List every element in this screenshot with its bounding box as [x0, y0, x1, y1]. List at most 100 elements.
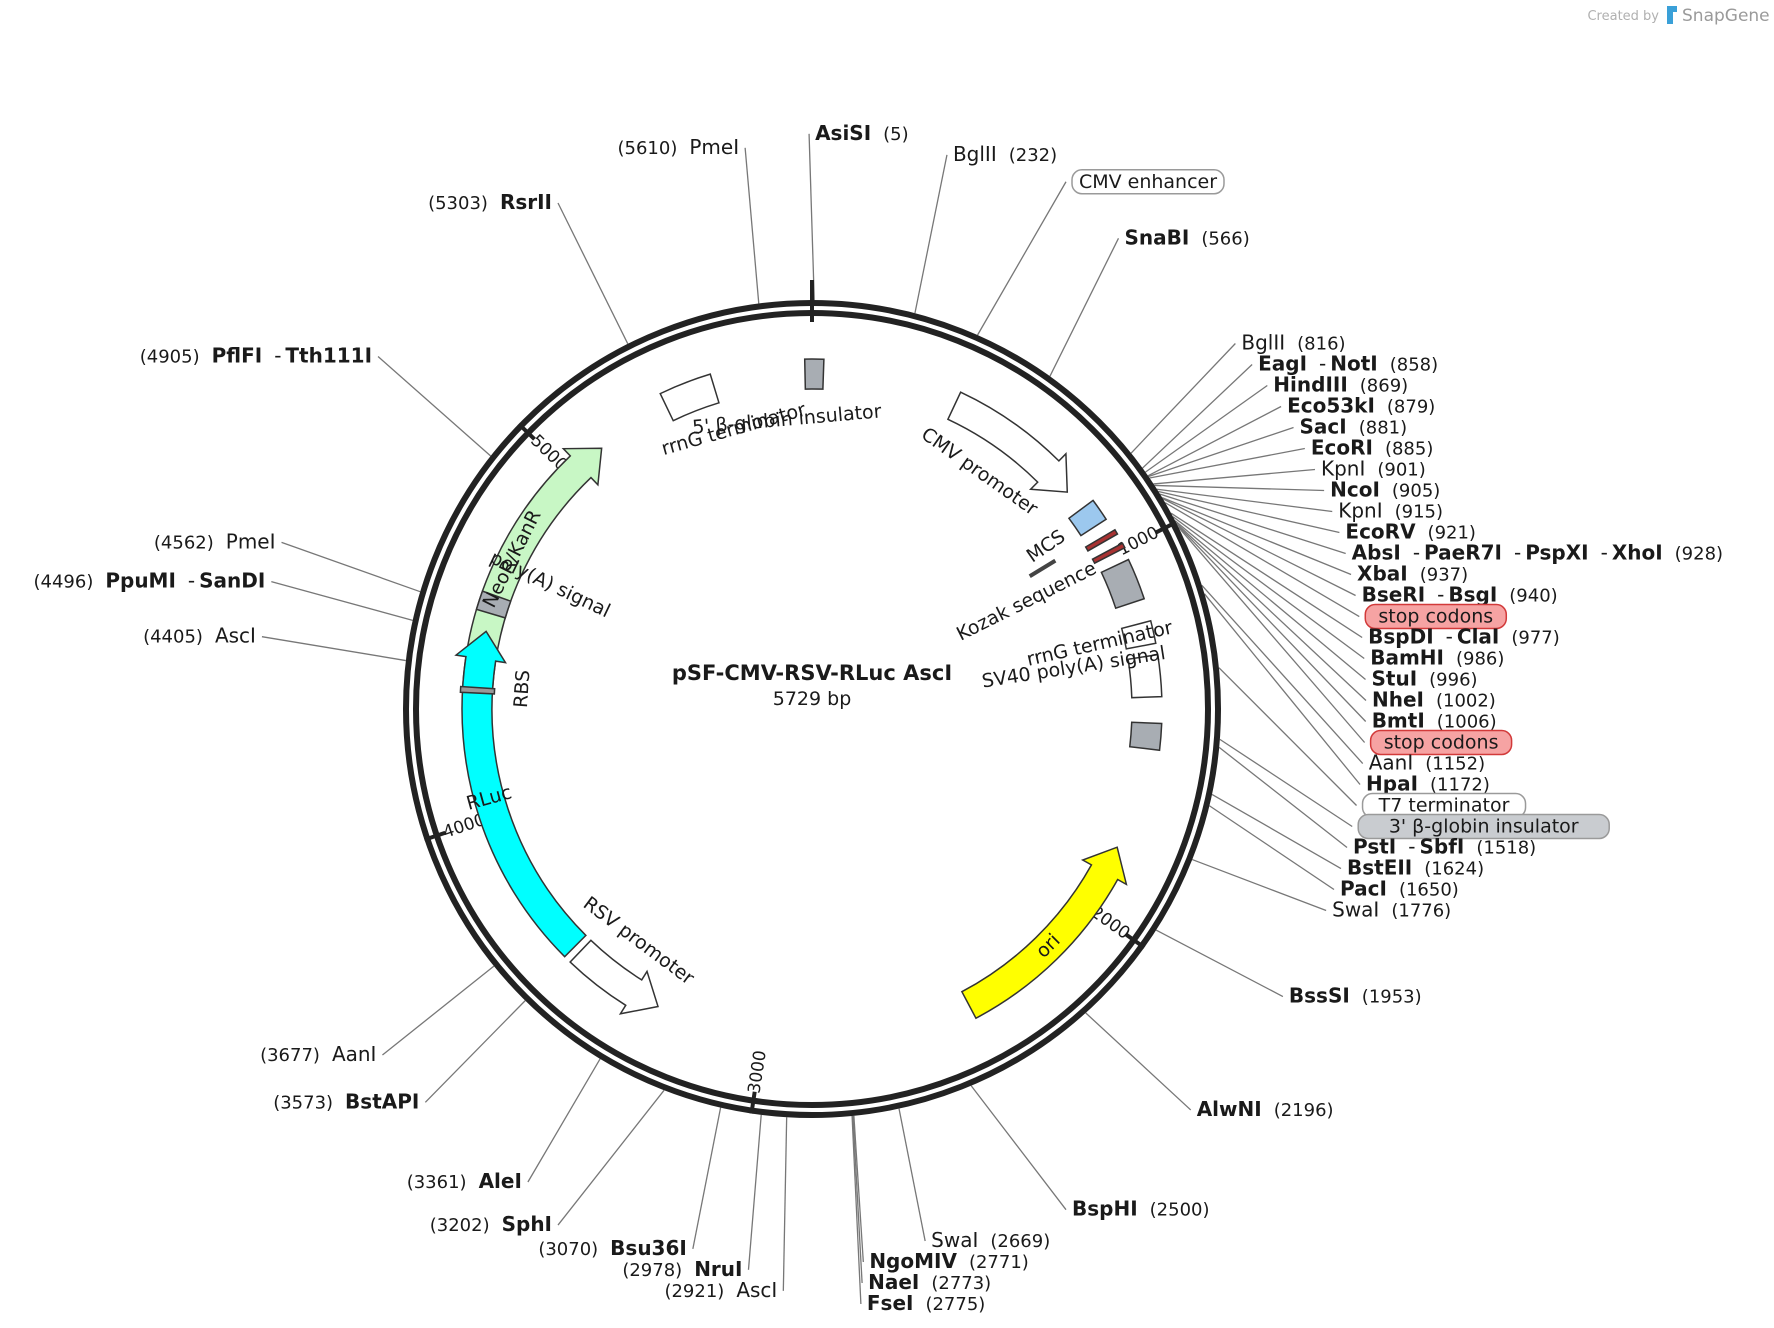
site-position: (2773) — [931, 1273, 991, 1294]
site-leader-line — [853, 1115, 864, 1263]
site-enzyme-name: BstAPI — [345, 1089, 419, 1113]
site-enzyme-name: AanI — [1369, 751, 1414, 775]
site-enzyme-name: BseRI — [1362, 583, 1426, 607]
rrng-terminator-feature — [659, 373, 720, 422]
site-leader-line — [1147, 405, 1282, 477]
site-position: (5610) — [618, 138, 678, 159]
site-leader-line — [557, 1089, 665, 1226]
site-label-asci: (2921)AscI — [664, 1278, 777, 1302]
site-leader-line — [1154, 484, 1325, 492]
site-enzyme-name: BstEII — [1347, 856, 1412, 880]
site-label-kpni: KpnI(901) — [1321, 457, 1426, 481]
site-position: (2669) — [990, 1231, 1050, 1252]
site-enzyme-name: PaeR7I — [1424, 541, 1502, 565]
site-leader-line — [914, 154, 948, 314]
site-enzyme-name: AscI — [736, 1278, 777, 1302]
site-text: XbaI(937) — [1357, 562, 1468, 586]
site-enzyme-name: Tth111I — [285, 344, 372, 368]
site-text: (2921)AscI — [664, 1278, 777, 1302]
site-leader-line — [1201, 584, 1364, 764]
site-position: (4905) — [140, 347, 200, 368]
site-separator: - — [188, 569, 195, 593]
site-position: (921) — [1428, 523, 1476, 544]
site-label-ncoi: NcoI(905) — [1330, 478, 1440, 502]
site-label-aani: AanI(1152) — [1369, 751, 1485, 775]
site-text: HpaI (1172) — [1366, 772, 1490, 796]
site-text: SnaBI(566) — [1124, 225, 1249, 249]
site-leader-line — [808, 133, 815, 301]
3-globin-insulator-feature — [1128, 721, 1163, 752]
feature-callout-text: 3' β-globin insulator — [1389, 816, 1579, 838]
site-enzyme-name: PacI — [1340, 877, 1387, 901]
kozak-sequence-marker — [1028, 558, 1057, 578]
site-leader-line — [1164, 502, 1360, 618]
site-leader-lines — [261, 133, 1367, 1305]
site-enzyme-name: BspHI — [1072, 1197, 1138, 1221]
site-label-eagi-noti: EagI-NotI(858) — [1258, 352, 1438, 376]
site-label-bspdi-clai: BspDI-ClaI(977) — [1368, 625, 1560, 649]
site-position: (881) — [1359, 418, 1407, 439]
site-leader-line — [1155, 929, 1284, 998]
site-text: EcoRV(921) — [1345, 520, 1476, 544]
site-separator: - — [1319, 352, 1326, 376]
rbs-feature — [459, 685, 496, 695]
site-text: StuI(996) — [1372, 667, 1478, 691]
site-label-snabi: SnaBI(566) — [1124, 225, 1249, 249]
site-text: (3361)AleI — [407, 1169, 522, 1193]
site-leader-line — [1170, 512, 1363, 639]
site-enzyme-name: SwaI — [1332, 898, 1379, 922]
site-text: AanI(1152) — [1369, 751, 1485, 775]
site-label-pmei: (5610)PmeI — [618, 135, 740, 159]
site-label-bsu36i: (3070)Bsu36I — [538, 1236, 687, 1260]
site-text: BseRI-BsgI(940) — [1362, 583, 1558, 607]
site-position: (928) — [1675, 544, 1723, 565]
site-text: NcoI(905) — [1330, 478, 1440, 502]
stop-codons-feature — [1091, 542, 1126, 565]
site-separator: - — [274, 344, 281, 368]
site-leader-line — [747, 1114, 762, 1270]
site-enzyme-name: NcoI — [1330, 478, 1380, 502]
site-leader-line — [1153, 468, 1316, 485]
site-text: PacI(1650) — [1340, 877, 1459, 901]
site-leader-line — [852, 1115, 863, 1284]
site-enzyme-name: SacI — [1300, 415, 1347, 439]
site-leader-line — [1219, 738, 1353, 828]
site-enzyme-name: HpaI — [1366, 772, 1418, 796]
site-enzyme-name: Eco53kI — [1287, 394, 1375, 418]
site-label-ppumi-sandi: (4496)PpuMI-SanDI — [33, 569, 265, 593]
site-position: (3070) — [538, 1239, 598, 1260]
site-text: AlwNI(2196) — [1197, 1097, 1334, 1121]
site-label-asisi: AsiSI(5) — [815, 121, 909, 145]
site-text: AbsI-PaeR7I-PspXI-XhoI(928) — [1352, 541, 1723, 565]
site-position: (5303) — [428, 193, 488, 214]
site-enzyme-name: NaeI — [868, 1270, 919, 1294]
site-position: (937) — [1420, 565, 1468, 586]
site-leader-line — [1203, 593, 1361, 785]
site-leader-line — [1161, 497, 1352, 576]
site-text: (3677)AanI — [260, 1042, 376, 1066]
site-label-psti-sbfi: PstI-SbfI(1518) — [1353, 835, 1536, 859]
scale-tick-mark — [1125, 933, 1146, 950]
site-position: (1172) — [1430, 775, 1490, 796]
site-position: (566) — [1201, 228, 1249, 249]
site-label-bglii: BglII(816) — [1241, 331, 1345, 355]
site-label-swai: SwaI(1776) — [1332, 898, 1451, 922]
site-enzyme-name: NruI — [694, 1257, 742, 1281]
site-position: (2771) — [969, 1252, 1029, 1273]
site-enzyme-name: SphI — [502, 1212, 552, 1236]
site-leader-line — [1211, 793, 1342, 870]
site-text: BamHI(986) — [1370, 646, 1504, 670]
site-text: BssSI(1953) — [1289, 984, 1422, 1008]
site-enzyme-name: StuI — [1372, 667, 1418, 691]
site-enzyme-name: PspXI — [1525, 541, 1588, 565]
site-label-nrui: (2978)NruI — [622, 1257, 742, 1281]
site-label-saci: SacI (881) — [1300, 415, 1408, 439]
site-separator: - — [1601, 541, 1608, 565]
site-label-fsei: FseI(2775) — [867, 1291, 985, 1315]
site-label-bseri-bsgi: BseRI-BsgI(940) — [1362, 583, 1558, 607]
site-text: SacI (881) — [1300, 415, 1408, 439]
site-enzyme-name: AlwNI — [1197, 1097, 1262, 1121]
site-text: (2978)NruI — [622, 1257, 742, 1281]
feature-callout-text: stop codons — [1384, 732, 1499, 754]
site-position: (879) — [1387, 397, 1435, 418]
